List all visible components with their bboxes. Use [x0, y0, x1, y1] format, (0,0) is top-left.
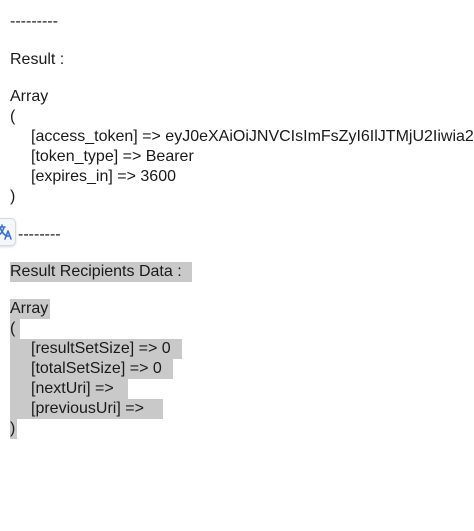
result-label: Result : [10, 51, 65, 68]
separator-line: --------- [10, 13, 58, 30]
selection-highlight [10, 359, 173, 379]
total-set-size-line: [totalSetSize] => 0 [31, 360, 162, 377]
previous-uri-line: [previousUri] => [31, 400, 149, 417]
translate-button[interactable] [0, 218, 16, 246]
selection-highlight [10, 262, 192, 282]
recipients-label: Result Recipients Data : [10, 263, 187, 280]
selection-highlight [10, 419, 17, 439]
selection-highlight [10, 319, 20, 339]
selection-highlight [10, 339, 182, 359]
open-paren: ( [10, 108, 16, 125]
selection-highlight [10, 379, 128, 399]
access-token-line: [access_token] => eyJ0eXAiOiJNVCIsImFsZy… [31, 128, 474, 145]
token-type-line: [token_type] => Bearer [31, 148, 194, 165]
array-label: Array [10, 88, 49, 105]
expires-in-line: [expires_in] => 3600 [31, 168, 176, 185]
array-label: Array [10, 300, 49, 317]
close-paren: ) [10, 420, 16, 437]
close-paren: ) [10, 188, 16, 205]
open-paren: ( [10, 320, 16, 337]
selection-highlight [10, 399, 163, 419]
result-set-size-line: [resultSetSize] => 0 [31, 340, 171, 357]
selection-highlight [10, 299, 50, 319]
separator-line: -------- [18, 226, 61, 243]
next-uri-line: [nextUri] => [31, 380, 119, 397]
